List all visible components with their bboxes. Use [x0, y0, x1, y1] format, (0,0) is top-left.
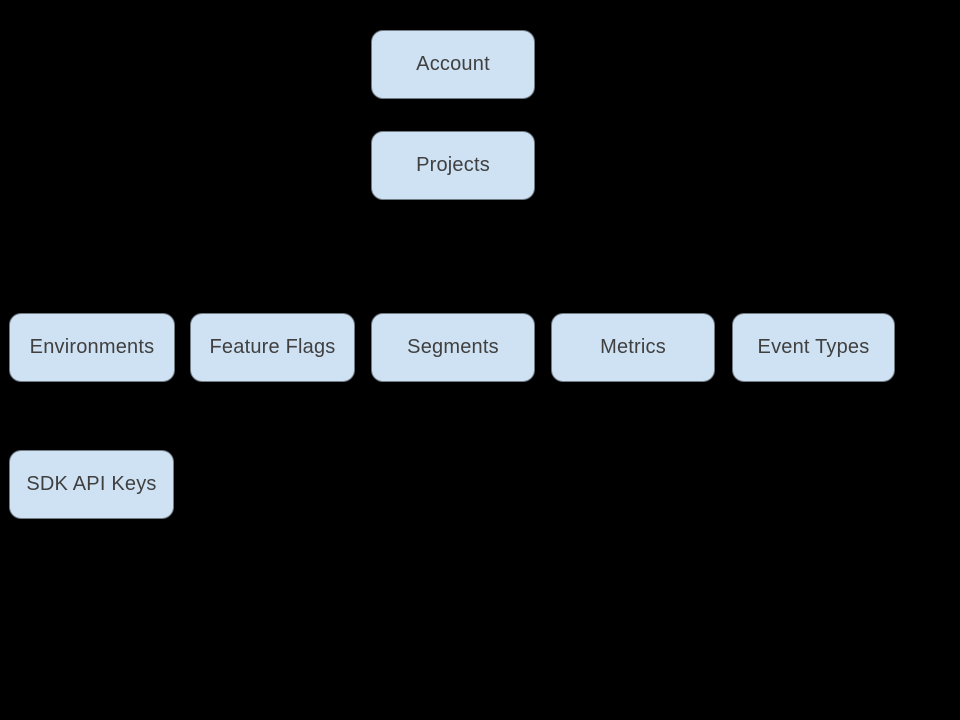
node-projects-label: Projects [416, 154, 490, 176]
node-event-types: Event Types [732, 313, 895, 382]
node-event-types-label: Event Types [757, 336, 870, 358]
node-feature-flags: Feature Flags [190, 313, 355, 382]
node-projects: Projects [371, 131, 535, 200]
node-environments-label: Environments [29, 336, 155, 358]
node-sdk-api-keys-label: SDK API Keys [26, 473, 157, 495]
node-metrics: Metrics [551, 313, 715, 382]
node-feature-flags-label: Feature Flags [209, 336, 336, 358]
node-segments-label: Segments [407, 336, 499, 358]
node-segments: Segments [371, 313, 535, 382]
node-account: Account [371, 30, 535, 99]
node-sdk-api-keys: SDK API Keys [9, 450, 174, 519]
node-account-label: Account [416, 53, 490, 75]
node-environments: Environments [9, 313, 175, 382]
node-metrics-label: Metrics [600, 336, 666, 358]
